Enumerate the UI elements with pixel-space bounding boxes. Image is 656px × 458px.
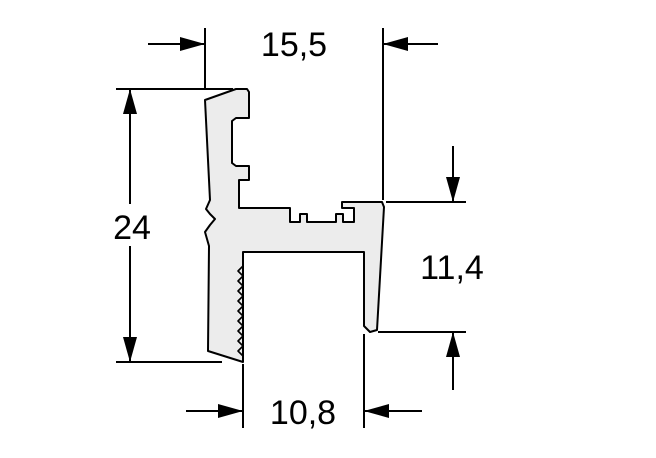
- arrow-top-left: [180, 37, 205, 51]
- dimension-top-width: 15,5: [148, 26, 438, 200]
- profile-cross-section: [204, 88, 385, 363]
- dimension-bottom-width: 10,8: [186, 334, 422, 432]
- arrow-bottom-right: [364, 404, 389, 418]
- label-right-height: 11,4: [420, 249, 484, 287]
- serrated-edge: [237, 265, 244, 357]
- label-total-height: 24: [113, 209, 151, 247]
- arrow-right-bottom: [446, 332, 460, 357]
- arrow-bottom-left: [218, 404, 243, 418]
- label-mask-left: [104, 204, 156, 246]
- arrow-right-top: [446, 177, 460, 202]
- arrow-top-right: [383, 37, 408, 51]
- dimension-total-height: 24: [104, 88, 233, 363]
- arrow-left-top: [123, 89, 137, 114]
- label-top-width: 15,5: [261, 26, 327, 64]
- arrow-left-bottom: [123, 337, 137, 362]
- label-bottom-width: 10,8: [270, 394, 336, 432]
- dimension-right-height: 11,4: [378, 146, 484, 390]
